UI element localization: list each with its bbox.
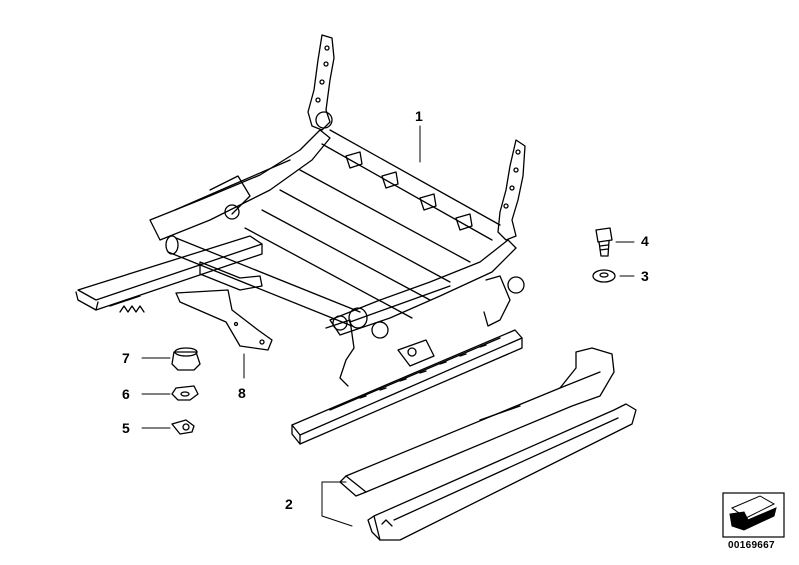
plate-drawing <box>175 289 273 351</box>
callout-1: 1 <box>415 108 423 124</box>
cap-drawing <box>171 347 201 371</box>
callout-8: 8 <box>238 385 246 401</box>
washer-drawing <box>592 269 616 283</box>
rail-cover-lower-drawing <box>367 403 637 541</box>
bolt-drawing <box>595 227 613 257</box>
leader-2 <box>321 481 353 527</box>
callout-4: 4 <box>641 233 649 249</box>
nut-drawing <box>171 385 199 401</box>
callout-3: 3 <box>641 268 649 284</box>
callout-5: 5 <box>122 420 130 436</box>
orientation-arrow-icon <box>722 492 785 538</box>
document-id: 00169667 <box>728 540 775 551</box>
leader-lines <box>141 125 635 527</box>
callout-6: 6 <box>122 386 130 402</box>
callout-7: 7 <box>122 350 130 366</box>
callout-2: 2 <box>285 496 293 512</box>
seat-frame-drawing <box>75 34 526 445</box>
rail-cover-upper-drawing <box>339 347 615 497</box>
cable-clip-drawing <box>171 419 195 435</box>
